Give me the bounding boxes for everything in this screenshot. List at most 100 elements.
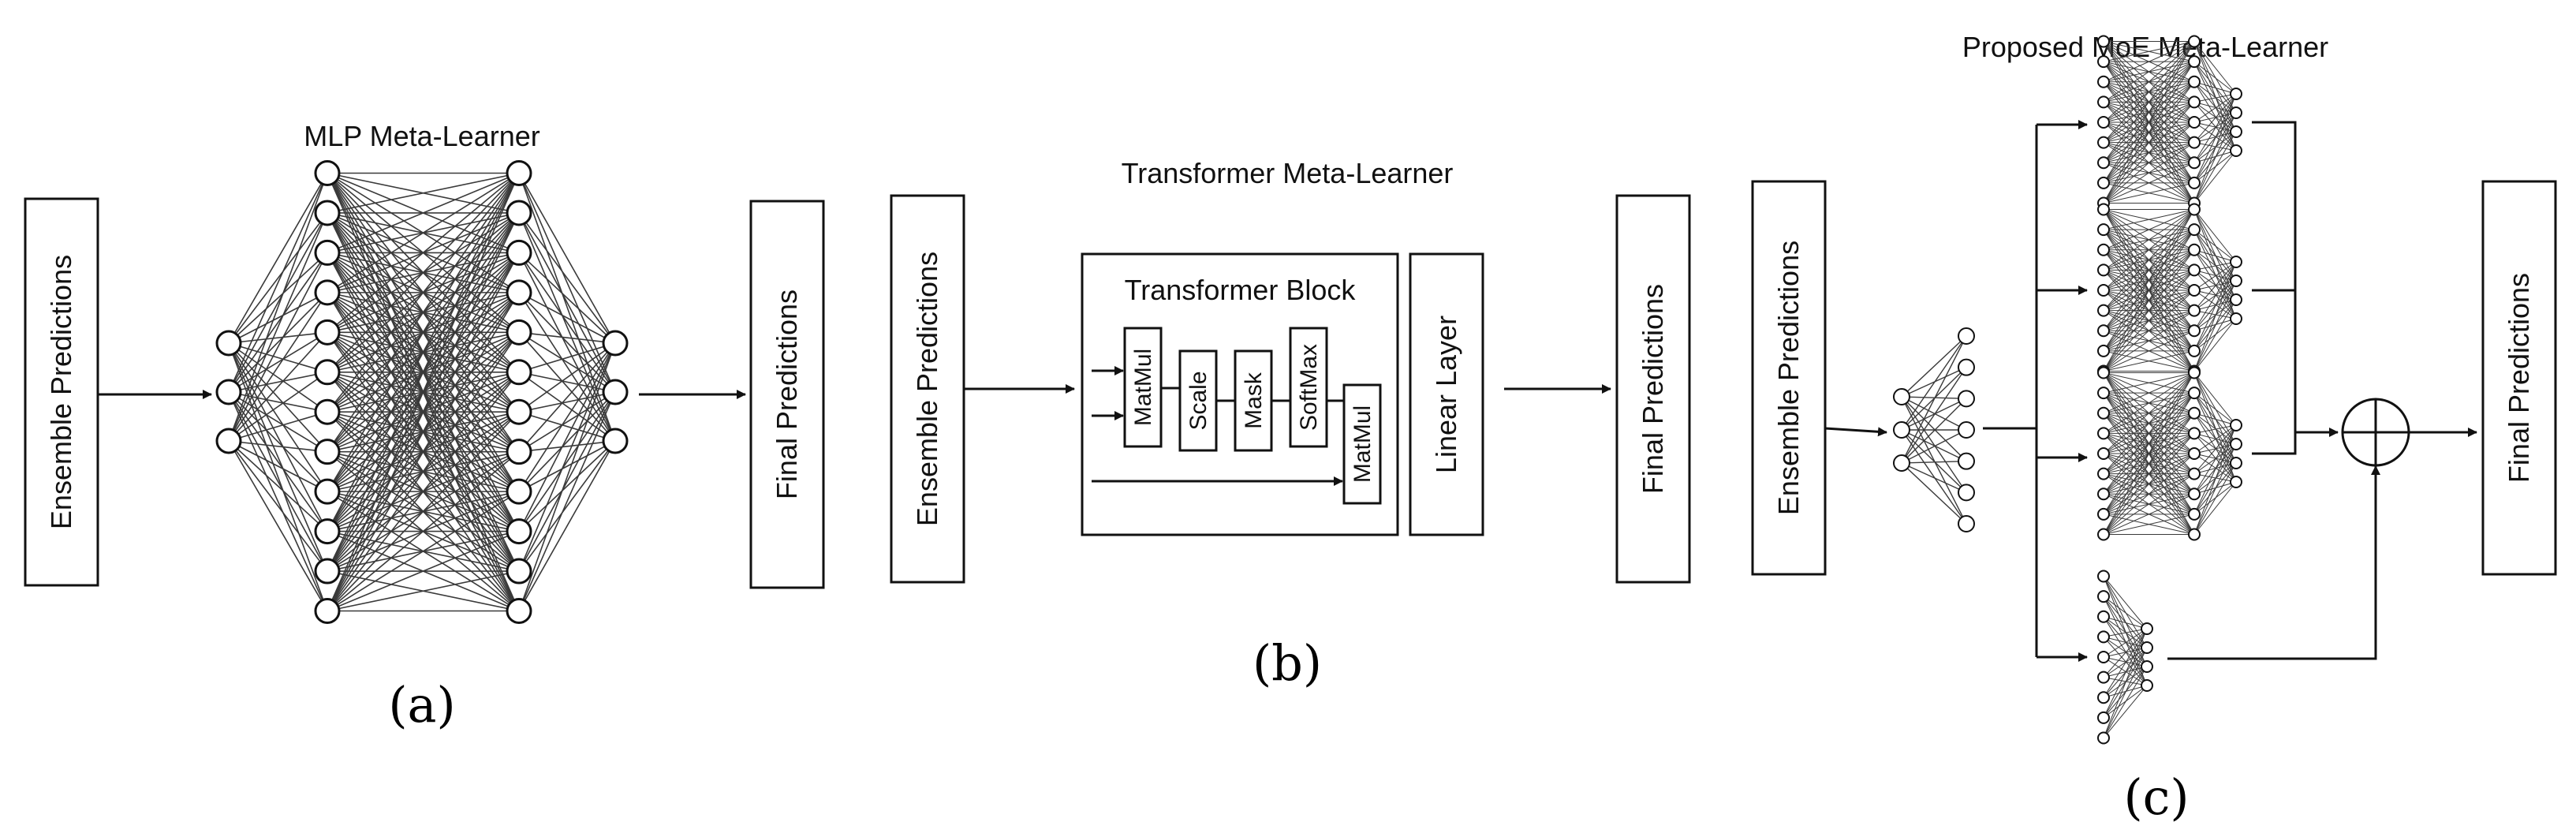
expert-2-node [2188, 304, 2201, 317]
expert-2-node [2097, 203, 2110, 216]
mlp-node [314, 200, 341, 226]
gate-node [1958, 484, 1975, 502]
mlp-node [314, 558, 341, 585]
expert-3-node [2097, 366, 2110, 379]
expert-2-node [2188, 243, 2201, 256]
gate-node [1958, 390, 1975, 408]
mlp-node [602, 379, 629, 405]
linear-layer-label: Linear Layer [1430, 316, 1462, 473]
mlp-node [506, 359, 532, 386]
mlp-node [314, 239, 341, 266]
panel-a-mlp-network [215, 160, 629, 624]
expert-4-node [2097, 570, 2110, 583]
expert-1-node [2188, 55, 2201, 69]
expert-3-node [2230, 476, 2242, 488]
expert-3-edges [2103, 372, 2237, 535]
panel-a-title: MLP Meta-Learner [304, 120, 539, 152]
panel-c-caption: (c) [2123, 768, 2189, 826]
expert-1-node [2188, 75, 2201, 88]
mlp-node [506, 558, 532, 585]
expert-4-node [2097, 590, 2110, 603]
expert-1-node [2230, 125, 2242, 138]
expert-2-node [2097, 344, 2110, 357]
expert-3-node [2188, 528, 2201, 541]
expert-3-output-line [2252, 432, 2297, 455]
expert-4-node [2097, 731, 2110, 745]
expert-1-node [2097, 75, 2110, 88]
op-scale-box [1178, 349, 1218, 452]
expert-4-node [2097, 711, 2110, 724]
expert-2-node [2230, 293, 2242, 306]
expert-4-node [2141, 641, 2153, 654]
panel-b-title: Transformer Meta-Learner [1122, 157, 1454, 189]
mlp-node [314, 279, 341, 306]
expert-3-node [2097, 467, 2110, 480]
expert-2-node [2188, 324, 2201, 338]
mlp-node [314, 359, 341, 386]
op-scale-label: Scale [1185, 371, 1211, 430]
panel-a-caption: (a) [388, 676, 455, 734]
op-softmax-label: SoftMax [1296, 344, 1322, 431]
mlp-node [314, 439, 341, 465]
expert-2-node [2230, 275, 2242, 287]
op-mask-label: Mask [1241, 372, 1267, 429]
mlp-node [215, 330, 242, 357]
expert-network-3 [2097, 366, 2242, 541]
expert-1-node [2188, 136, 2201, 149]
gate-node [1958, 421, 1975, 439]
expert-2-node [2097, 243, 2110, 256]
op-mask-box [1234, 349, 1273, 452]
expert-4-node [2097, 651, 2110, 663]
gate-node [1893, 421, 1910, 439]
expert-1-node [2097, 136, 2110, 149]
expert-3-node [2230, 419, 2242, 431]
expert-3-node [2097, 507, 2110, 521]
expert-2-node [2097, 263, 2110, 277]
panel-a-input-box [24, 197, 99, 587]
expert-1-node [2230, 144, 2242, 157]
expert-1-node [2097, 35, 2110, 48]
expert-3-node [2188, 406, 2201, 420]
expert-4-node [2141, 679, 2153, 692]
expert-1-node [2188, 35, 2201, 48]
op-softmax-box [1289, 327, 1328, 448]
expert-1-node [2188, 176, 2201, 189]
circle-plus-icon [2341, 398, 2410, 467]
expert-3-node [2188, 467, 2201, 480]
panel-c-title: Proposed MoE Meta-Learner [1962, 31, 2328, 63]
gate-edges [1901, 335, 1967, 525]
mlp-node [506, 239, 532, 266]
expert-1-node [2230, 88, 2242, 100]
expert-2-node [2097, 324, 2110, 338]
mlp-node [506, 279, 532, 306]
expert-3-node [2188, 427, 2201, 440]
mlp-node [215, 428, 242, 454]
mlp-node [506, 319, 532, 346]
expert-4-edges [2103, 576, 2148, 738]
expert-3-node [2230, 457, 2242, 469]
panel-a-input-label: Ensemble Predictions [45, 255, 77, 529]
panel-a: Ensemble Predictions MLP Meta-Learner Fi… [24, 120, 825, 734]
panel-c-input-arrow [1824, 427, 1887, 437]
expert-1-node [2188, 116, 2201, 129]
expert-3-node [2188, 366, 2201, 379]
mlp-node [314, 319, 341, 346]
expert-4-node [2141, 622, 2153, 635]
expert-3-node [2097, 427, 2110, 440]
expert-3-node [2188, 487, 2201, 501]
mlp-node [314, 478, 341, 505]
expert-3-node [2097, 406, 2110, 420]
expert-2-node [2097, 223, 2110, 237]
expert-3-node [2188, 447, 2201, 460]
panel-a-output-label: Final Predictions [771, 289, 803, 499]
linear-layer-box [1409, 252, 1484, 536]
panel-c-output-box [2481, 180, 2557, 576]
expert-1-node [2097, 95, 2110, 109]
expert-network-2 [2097, 203, 2242, 378]
op-matmul-1-label: MatMul [1130, 349, 1156, 426]
expert-2-node [2188, 263, 2201, 277]
panel-c-input-label: Ensemble Predictions [1772, 241, 1805, 515]
expert-2-node [2230, 256, 2242, 268]
panel-c-output-label: Final Predictions [2503, 273, 2535, 483]
expert-3-node [2097, 447, 2110, 460]
